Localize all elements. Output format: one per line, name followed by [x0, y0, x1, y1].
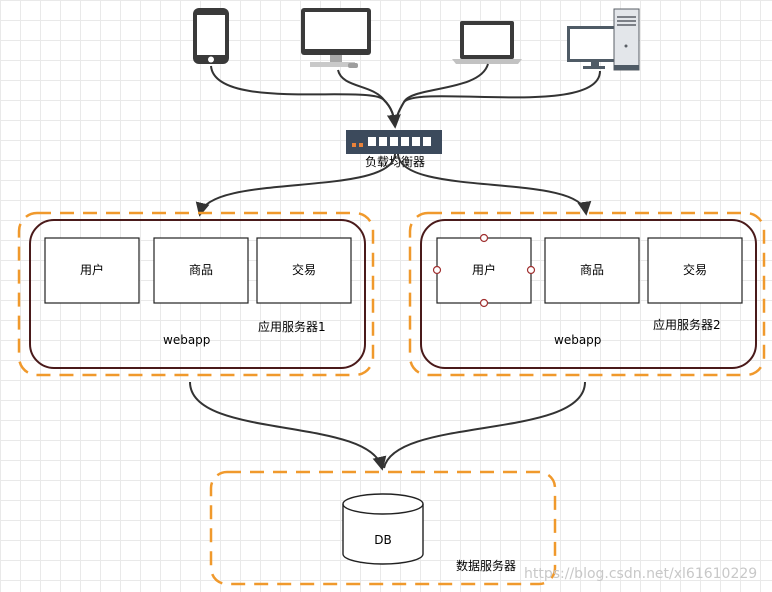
- client-connectors: [210, 63, 601, 129]
- app-server-1-boundary: [17, 211, 375, 377]
- module-box[interactable]: 交易: [647, 237, 743, 304]
- module-label: 商品: [580, 262, 604, 277]
- watermark-text: https://blog.csdn.net/xl61610229: [524, 566, 757, 582]
- selection-handle[interactable]: [479, 298, 489, 308]
- module-label: 交易: [683, 262, 707, 277]
- app-server-2[interactable]: 用户 商品 交易 应用服务器2 webapp: [408, 211, 766, 377]
- webapp-label: webapp: [163, 333, 210, 347]
- module-box-selected[interactable]: 用户: [432, 233, 536, 308]
- selection-handle[interactable]: [526, 265, 536, 275]
- db-label: DB: [374, 533, 391, 547]
- module-box[interactable]: 商品: [153, 237, 249, 304]
- module-label: 用户: [80, 262, 104, 277]
- app-server-label: 应用服务器1: [258, 319, 326, 334]
- database-cylinder-icon[interactable]: DB: [342, 493, 424, 565]
- selection-handle[interactable]: [432, 265, 442, 275]
- lb-to-app-connectors: [195, 153, 592, 217]
- module-label: 交易: [292, 262, 316, 277]
- webapp-1-container: [29, 219, 366, 369]
- smartphone-icon: [193, 8, 229, 64]
- selection-handle[interactable]: [479, 233, 489, 243]
- module-box[interactable]: 商品: [544, 237, 640, 304]
- app-server-1[interactable]: 用户 商品 交易 应用服务器1 webapp: [17, 211, 375, 377]
- desktop-tower-icon: [567, 8, 640, 71]
- app-server-label: 应用服务器2: [653, 317, 721, 332]
- webapp-2-container: [420, 219, 757, 369]
- module-label: 商品: [189, 262, 213, 277]
- load-balancer-switch-icon[interactable]: [346, 130, 442, 154]
- data-server-boundary: [209, 470, 557, 586]
- laptop-icon: [452, 21, 522, 64]
- app-to-db-connectors: [189, 381, 586, 471]
- load-balancer-label: 负载均衡器: [365, 155, 425, 169]
- data-server[interactable]: DB 数据服务器: [209, 470, 557, 586]
- app-server-2-boundary: [408, 211, 766, 377]
- webapp-label: webapp: [554, 333, 601, 347]
- module-box[interactable]: 交易: [256, 237, 352, 304]
- desktop-monitor-icon: [301, 8, 371, 68]
- module-box[interactable]: 用户: [44, 237, 140, 304]
- module-label: 用户: [472, 262, 496, 277]
- data-server-label: 数据服务器: [456, 558, 516, 573]
